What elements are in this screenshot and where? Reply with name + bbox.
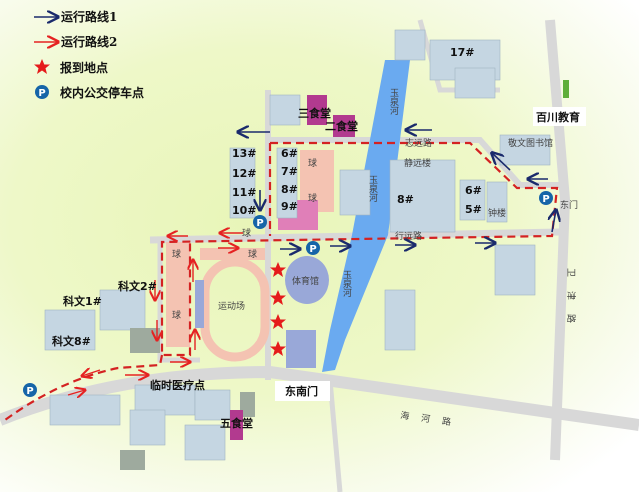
teaching-8: 8# (397, 193, 414, 206)
dorm-10: 10# (232, 204, 257, 217)
parking-p-icon: P (35, 85, 49, 99)
svg-text:P: P (26, 386, 33, 397)
dorm-7: 7# (281, 165, 298, 178)
kewen-8: 科文8# (52, 334, 91, 348)
legend-bus-stop: 校内公交停车点 (60, 85, 144, 100)
red-star-icon (270, 262, 286, 277)
legend-route-2: 运行路线2 (61, 34, 117, 49)
river-label: 玉泉河 (341, 270, 352, 297)
buildings (44, 29, 551, 470)
kewen-1: 科文1# (63, 294, 102, 308)
road-zhiyuan: 志远路 (405, 137, 432, 149)
labels: 17# 百川教育 三食堂 二食堂 13# 12# 11# 10# 6# 7# 8… (52, 46, 580, 430)
svg-text:P: P (38, 88, 45, 99)
building-17: 17# (450, 46, 475, 59)
baichuan-label: 百川教育 (536, 110, 580, 124)
bus-stops[interactable]: P P P P (23, 191, 553, 397)
red-star-icon (270, 341, 286, 356)
road-xingyuan: 行远路 (395, 230, 422, 242)
southeast-gate-label-bg (275, 381, 330, 401)
parking-p-icon[interactable]: P (23, 383, 37, 397)
gym-label: 体育馆 (292, 275, 319, 287)
road-haihe: 海河路 (400, 409, 464, 430)
road-weijin: 卫津路 (565, 268, 577, 337)
canteen-5-label: 五食堂 (220, 416, 253, 430)
dorm-12: 12# (232, 167, 257, 180)
svg-text:P: P (542, 194, 549, 205)
route-1-arrows (238, 128, 556, 249)
dorm-6: 6# (281, 147, 298, 160)
east-gate: 东门 (560, 199, 578, 211)
green-marker (563, 80, 569, 98)
baichuan-label-bg (533, 107, 586, 126)
field-label: 球 (172, 309, 181, 321)
red-star-icon (270, 314, 286, 329)
parking-p-icon[interactable]: P (253, 215, 267, 229)
check-in-stars (270, 262, 286, 356)
teaching-5: 5# (465, 203, 482, 216)
clinic-label: 临时医疗点 (150, 378, 205, 392)
library-label: 敬文图书馆 (508, 137, 553, 149)
canteens (230, 95, 355, 440)
canteen-2-label: 二食堂 (325, 119, 358, 133)
field-label: 球 (308, 192, 317, 204)
yuquan-river (322, 60, 410, 372)
dorm-9: 9# (281, 200, 298, 213)
sports-fields (166, 150, 334, 362)
river-label: 玉泉河 (388, 88, 399, 115)
field-label: 球 (172, 248, 181, 260)
red-star-icon (270, 290, 286, 305)
red-star-icon (34, 59, 50, 74)
dorm-11: 11# (232, 186, 257, 199)
jingyuan-building: 静远楼 (404, 157, 431, 169)
svg-text:P: P (256, 218, 263, 229)
river-label: 玉泉河 (367, 175, 378, 202)
legend-check-in: 报到地点 (60, 60, 108, 75)
kewen-2: 科文2# (118, 279, 157, 293)
clock-tower: 钟楼 (488, 207, 506, 219)
route-2-arrows (67, 233, 243, 395)
legend: 运行路线1 运行路线2 报到地点 P 校内公交停车点 (34, 9, 144, 100)
parking-p-icon[interactable]: P (306, 241, 320, 255)
field-label: 球 (248, 248, 257, 260)
field-label: 球 (242, 227, 251, 239)
stadium-label: 运动场 (218, 301, 245, 312)
svg-text:P: P (309, 244, 316, 255)
canteen-3-label: 三食堂 (298, 106, 331, 120)
dorm-8: 8# (281, 183, 298, 196)
parking-p-icon[interactable]: P (539, 191, 553, 205)
legend-route-1: 运行路线1 (61, 9, 117, 24)
teaching-6: 6# (465, 184, 482, 197)
route-2 (4, 141, 559, 421)
southeast-gate: 东南门 (285, 384, 318, 398)
dorm-13: 13# (232, 147, 257, 160)
field-label: 球 (308, 157, 317, 169)
